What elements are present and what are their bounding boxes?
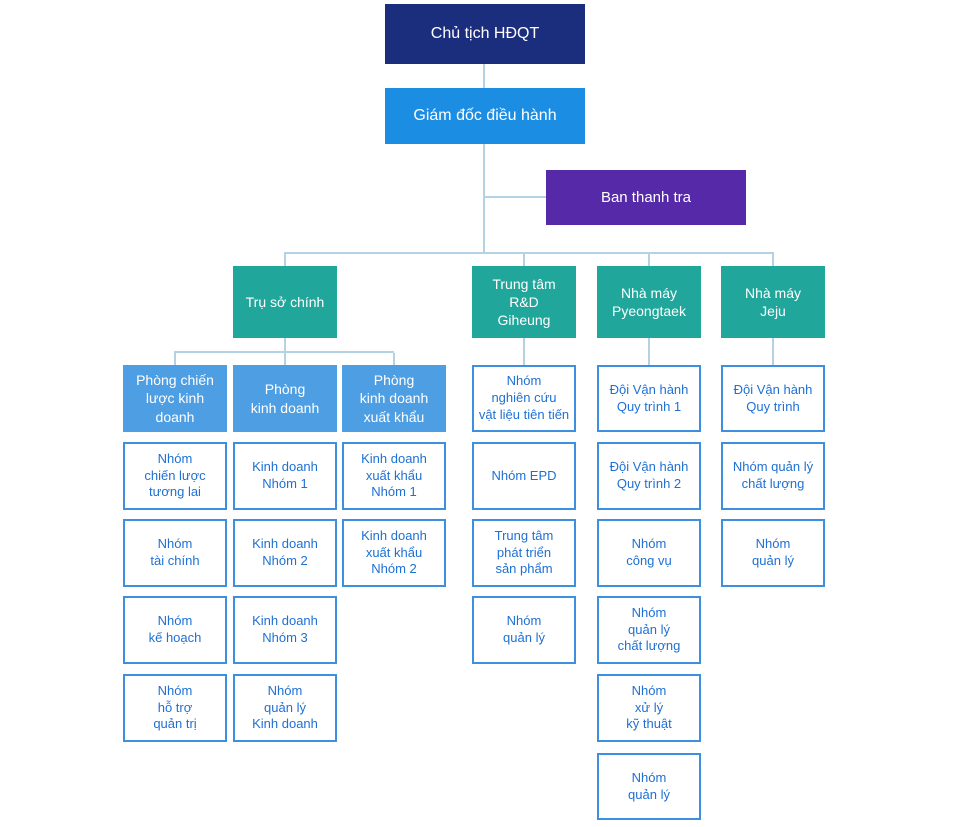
connector-line <box>648 254 650 266</box>
node-team: Đội Vận hành Quy trình <box>721 365 825 432</box>
node-audit-board: Ban thanh tra <box>546 170 746 225</box>
connector-line <box>648 338 650 365</box>
node-chairman: Chủ tịch HĐQT <box>385 4 585 64</box>
node-team: Kinh doanh xuất khẩu Nhóm 1 <box>342 442 446 510</box>
node-executive-director: Giám đốc điều hành <box>385 88 585 144</box>
connector-line <box>485 196 546 198</box>
node-team: Nhóm quản lý chất lượng <box>721 442 825 510</box>
node-team: Nhóm công vụ <box>597 519 701 587</box>
node-branch-rnd-center: Trung tâm R&D Giheung <box>472 266 576 338</box>
connector-line <box>174 353 176 365</box>
connector-line <box>523 254 525 266</box>
connector-line <box>284 252 774 254</box>
connector-line <box>174 351 394 353</box>
connector-line <box>772 338 774 365</box>
node-team: Nhóm xử lý kỹ thuật <box>597 674 701 742</box>
node-branch-pyeongtaek-plant: Nhà máy Pyeongtaek <box>597 266 701 338</box>
node-team: Nhóm nghiên cứu vật liệu tiên tiến <box>472 365 576 432</box>
node-team: Trung tâm phát triển sản phẩm <box>472 519 576 587</box>
node-team: Kinh doanh Nhóm 2 <box>233 519 337 587</box>
node-team: Nhóm tài chính <box>123 519 227 587</box>
connector-line <box>772 254 774 266</box>
connector-line <box>483 64 485 88</box>
connector-line <box>483 144 485 254</box>
connector-line <box>284 353 286 365</box>
node-team: Nhóm quản lý <box>472 596 576 664</box>
connector-line <box>284 254 286 266</box>
node-dept-export-sales: Phòng kinh doanh xuất khẩu <box>342 365 446 432</box>
node-team: Nhóm chiến lược tương lai <box>123 442 227 510</box>
node-branch-jeju-plant: Nhà máy Jeju <box>721 266 825 338</box>
node-team: Nhóm hỗ trợ quản trị <box>123 674 227 742</box>
node-team: Đội Vận hành Quy trình 2 <box>597 442 701 510</box>
node-team: Nhóm quản lý Kinh doanh <box>233 674 337 742</box>
node-team: Nhóm quản lý <box>721 519 825 587</box>
node-dept-business-strategy: Phòng chiến lược kinh doanh <box>123 365 227 432</box>
connector-line <box>393 353 395 365</box>
connector-line <box>284 338 286 351</box>
node-branch-headquarters: Trụ sở chính <box>233 266 337 338</box>
node-team: Kinh doanh xuất khẩu Nhóm 2 <box>342 519 446 587</box>
node-team: Nhóm kế hoạch <box>123 596 227 664</box>
node-team: Nhóm quản lý <box>597 753 701 820</box>
node-dept-sales: Phòng kinh doanh <box>233 365 337 432</box>
connector-line <box>523 338 525 365</box>
node-team: Kinh doanh Nhóm 1 <box>233 442 337 510</box>
node-team: Nhóm quản lý chất lượng <box>597 596 701 664</box>
node-team: Đội Vận hành Quy trình 1 <box>597 365 701 432</box>
node-team: Kinh doanh Nhóm 3 <box>233 596 337 664</box>
node-team: Nhóm EPD <box>472 442 576 510</box>
